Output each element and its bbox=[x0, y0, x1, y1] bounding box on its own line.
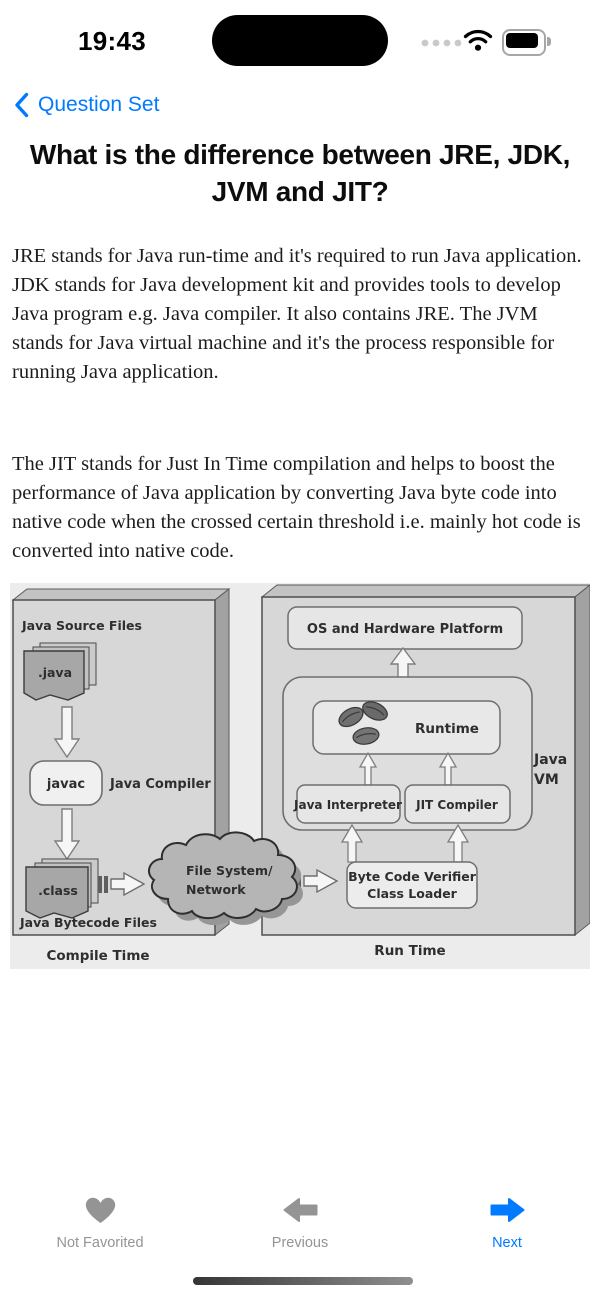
next-button[interactable]: Next bbox=[447, 1194, 567, 1251]
jvm-architecture-diagram: Java Source Files .java javac Java Compi… bbox=[10, 583, 590, 969]
arrow-javac-to-class bbox=[53, 808, 81, 861]
label-file-system: File System/ bbox=[186, 863, 273, 878]
bytecode-stack: .class bbox=[25, 858, 99, 919]
battery-nub bbox=[547, 37, 551, 46]
answer-paragraph-1: JRE stands for Java run-time and it's re… bbox=[12, 245, 582, 383]
java-source-stack: .java bbox=[23, 642, 97, 701]
previous-label: Previous bbox=[271, 1235, 329, 1251]
label-java-source-files: Java Source Files bbox=[21, 618, 142, 633]
label-java-vm-2: VM bbox=[534, 772, 559, 788]
javac-box bbox=[29, 760, 103, 806]
status-time: 19:43 bbox=[78, 26, 146, 56]
previous-arrow-icon bbox=[283, 1198, 317, 1222]
arrow-verifier-to-interpreter bbox=[340, 823, 364, 863]
jit-compiler-box bbox=[404, 784, 511, 824]
label-java-file: .java bbox=[38, 665, 72, 680]
arrow-jit-to-runtime bbox=[438, 751, 458, 786]
label-java-bytecode-files: Java Bytecode Files bbox=[19, 915, 157, 930]
label-byte-code-verifier: Byte Code Verifier bbox=[348, 869, 477, 884]
label-java-vm-1: Java bbox=[533, 752, 567, 768]
os-platform-box bbox=[287, 606, 523, 650]
label-run-time: Run Time bbox=[374, 943, 445, 959]
java-interpreter-box bbox=[296, 784, 401, 824]
battery-fill bbox=[506, 33, 538, 48]
previous-button[interactable]: Previous bbox=[240, 1194, 360, 1251]
arrow-verifier-to-jit bbox=[446, 823, 470, 863]
label-javac: javac bbox=[46, 777, 85, 792]
cellular-dots-icon bbox=[421, 39, 462, 47]
label-compile-time: Compile Time bbox=[46, 948, 149, 964]
byte-code-verifier-box bbox=[346, 861, 478, 909]
home-indicator[interactable] bbox=[193, 1277, 413, 1285]
coffee-beans-icon bbox=[338, 701, 388, 745]
label-os-platform: OS and Hardware Platform bbox=[307, 622, 503, 637]
back-button[interactable]: Question Set bbox=[14, 92, 159, 118]
label-java-interpreter: Java Interpreter bbox=[293, 798, 402, 812]
dynamic-island bbox=[212, 15, 388, 66]
arrow-source-to-javac bbox=[53, 706, 81, 759]
next-label: Next bbox=[492, 1235, 522, 1251]
arrow-class-to-cloud bbox=[98, 871, 146, 897]
wifi-icon bbox=[463, 29, 493, 51]
battery-icon bbox=[502, 29, 551, 56]
arrow-interpreter-to-runtime bbox=[358, 751, 378, 786]
label-class-file: .class bbox=[38, 883, 78, 898]
next-arrow-icon bbox=[490, 1198, 524, 1222]
back-chevron-icon bbox=[15, 92, 29, 118]
question-title: What is the difference between JRE, JDK,… bbox=[29, 139, 571, 207]
diagram-svg: Java Source Files .java javac Java Compi… bbox=[11, 584, 590, 964]
label-network: Network bbox=[186, 882, 246, 897]
label-class-loader: Class Loader bbox=[367, 886, 458, 901]
favorite-button[interactable]: Not Favorited bbox=[40, 1194, 160, 1251]
heart-icon bbox=[85, 1197, 115, 1223]
file-system-cloud: File System/ Network bbox=[147, 831, 303, 926]
answer-paragraph-2: The JIT stands for Just In Time compilat… bbox=[12, 453, 581, 562]
label-java-compiler: Java Compiler bbox=[109, 777, 211, 792]
favorite-label: Not Favorited bbox=[56, 1235, 144, 1251]
label-runtime: Runtime bbox=[415, 721, 479, 737]
back-label: Question Set bbox=[38, 93, 160, 116]
label-jit-compiler: JIT Compiler bbox=[415, 798, 498, 812]
